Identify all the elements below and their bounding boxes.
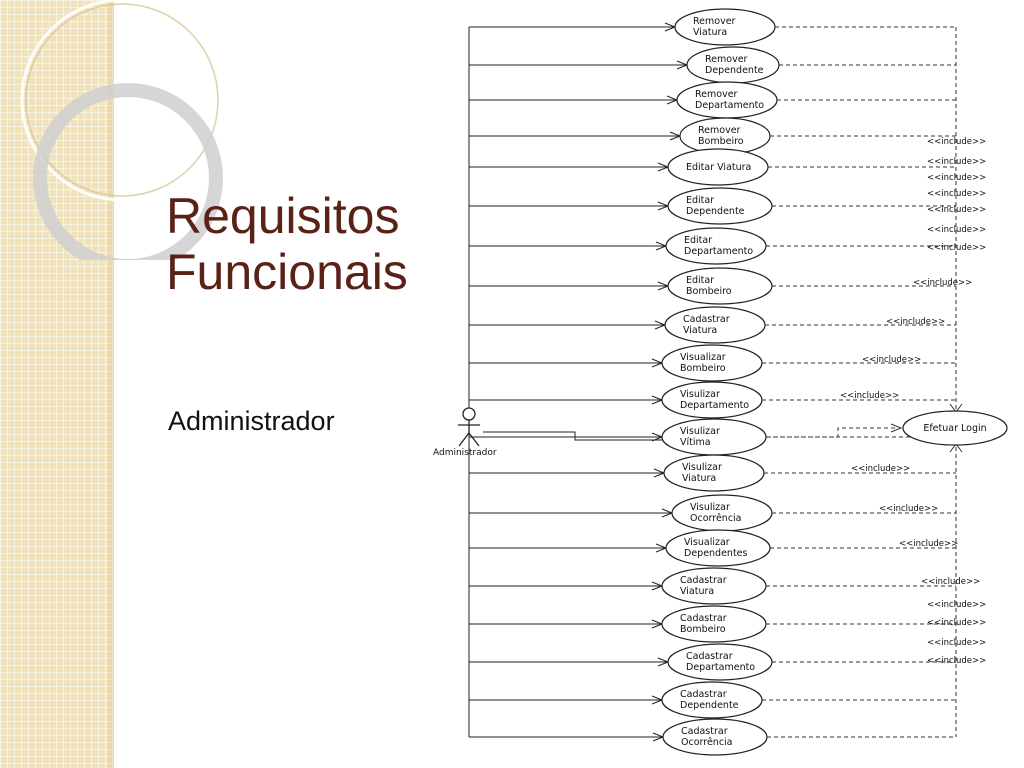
- actor-association-line: [483, 431, 664, 441]
- decorative-rings: [20, 0, 224, 260]
- slide-subtitle: Administrador: [168, 406, 335, 436]
- include-stereotype-label: <<include>>: [927, 618, 986, 628]
- include-stereotype-label: <<include>>: [927, 205, 986, 215]
- include-stereotype-label: <<include>>: [921, 577, 980, 587]
- actor-figure: Administrador: [433, 407, 497, 458]
- use-case-ellipse: [661, 418, 767, 456]
- slide-title: Requisitos Funcionais: [166, 188, 408, 300]
- actor-icon: [458, 407, 480, 447]
- include-stereotype-label: <<include>>: [879, 504, 938, 514]
- include-stereotype-label: <<include>>: [927, 189, 986, 199]
- use-case-ellipse: [661, 567, 767, 605]
- use-case-ellipse: [667, 643, 773, 681]
- use-case-ellipse: [661, 344, 763, 382]
- include-stereotype-label: <<include>>: [851, 464, 910, 474]
- slide-title-line-2: Funcionais: [166, 244, 408, 300]
- use-case-ellipse: [667, 148, 769, 186]
- use-case-ellipse: [661, 605, 767, 643]
- slide-title-line-1: Requisitos: [166, 188, 400, 244]
- use-case-ellipse: [667, 187, 773, 225]
- include-stereotype-label: <<include>>: [927, 157, 986, 167]
- include-stereotype-label: <<include>>: [862, 355, 921, 365]
- include-arrow-line: [767, 427, 898, 438]
- use-case-ellipse: [664, 306, 766, 344]
- include-stereotype-label: <<include>>: [927, 638, 986, 648]
- use-case-ellipse: [665, 529, 771, 567]
- include-stereotype-label: <<include>>: [927, 656, 986, 666]
- include-stereotype-label: <<include>>: [899, 539, 958, 549]
- include-stereotype-label: <<include>>: [927, 173, 986, 183]
- include-stereotype-label: <<include>>: [886, 317, 945, 327]
- use-case-ellipse: [661, 681, 763, 719]
- use-case-label: Editar Viatura: [686, 162, 751, 173]
- login-use-case-label: Efetuar Login: [923, 423, 986, 434]
- include-stereotype-label: <<include>>: [840, 391, 899, 401]
- include-stereotype-label: <<include>>: [927, 243, 986, 253]
- actor-label: Administrador: [433, 448, 497, 458]
- use-case-ellipse: [662, 718, 768, 756]
- include-arrowhead: [890, 423, 903, 433]
- include-stereotype-label: <<include>>: [927, 137, 986, 147]
- use-case-ellipse: [661, 381, 763, 419]
- side-strip-edge: [108, 0, 114, 768]
- use-case-ellipse: [667, 267, 773, 305]
- include-stereotype-label: <<include>>: [927, 600, 986, 610]
- use-case-ellipse: [663, 454, 765, 492]
- login-use-case: Efetuar Login: [902, 410, 1008, 446]
- include-stereotype-label: <<include>>: [927, 225, 986, 235]
- use-case-ellipse: [665, 227, 767, 265]
- include-stereotype-label: <<include>>: [913, 278, 972, 288]
- use-case-ellipse: [674, 8, 776, 46]
